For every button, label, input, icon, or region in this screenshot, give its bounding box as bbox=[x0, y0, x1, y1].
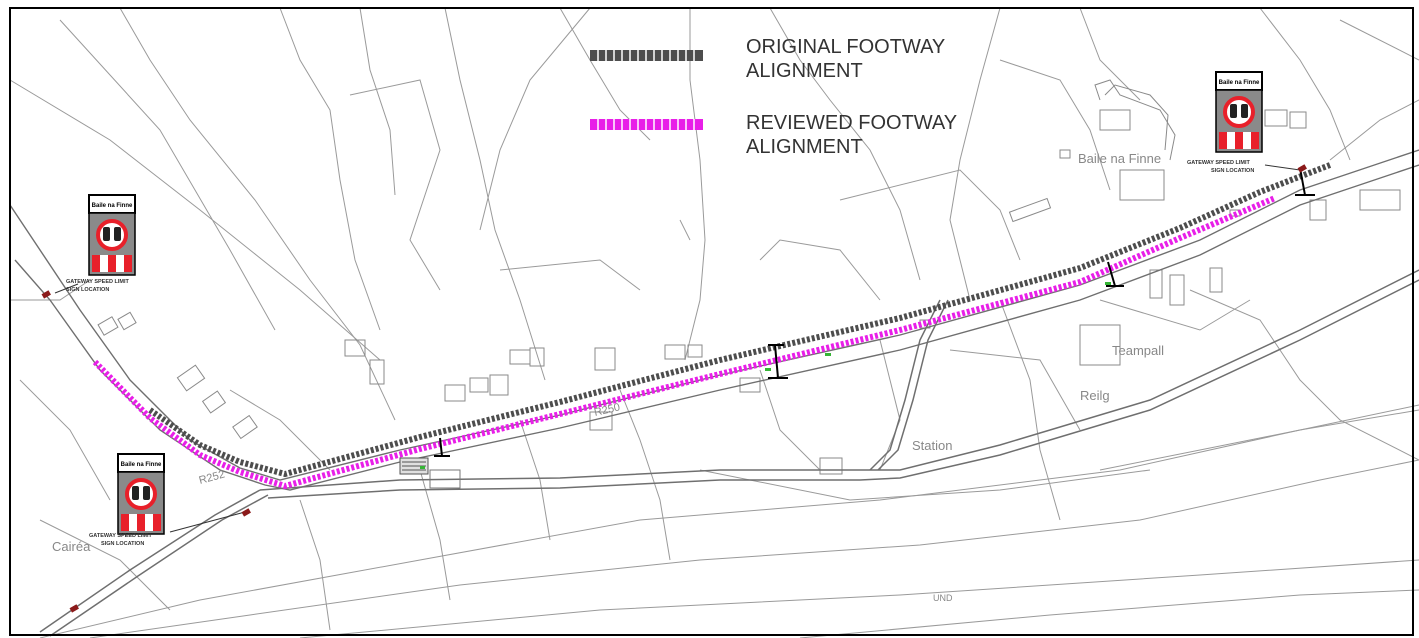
river-banks bbox=[39, 404, 1419, 638]
place-label-cairea: Cairéa bbox=[52, 539, 91, 554]
place-label-reilg: Reilg bbox=[1080, 388, 1110, 403]
river-label-und: UND bbox=[933, 593, 953, 603]
legend-label-original-line2: ALIGNMENT bbox=[746, 60, 863, 82]
reviewed-footway-alignment bbox=[92, 195, 1277, 490]
legend-swatch-original bbox=[590, 50, 703, 61]
bus-stop-detail bbox=[399, 457, 461, 489]
field-boundaries bbox=[9, 7, 1419, 631]
original-footway-alignment bbox=[148, 162, 1332, 478]
railway-line bbox=[39, 269, 1419, 637]
place-label-teampall: Teampall bbox=[1112, 343, 1164, 358]
callout-south-line1: GATEWAY SPEED LIMIT bbox=[89, 533, 152, 539]
speed-sign-east: Baile na Finne bbox=[1214, 70, 1264, 154]
callout-east-line1: GATEWAY SPEED LIMIT bbox=[1187, 160, 1250, 166]
speed-sign-west: Baile na Finne bbox=[87, 193, 137, 277]
legend-label-reviewed: REVIEWED FOOTWAY ALIGNMENT bbox=[746, 111, 957, 159]
green-markers bbox=[420, 282, 1111, 469]
callout-leaders bbox=[54, 164, 1301, 533]
sign-header-south: Baile na Finne bbox=[121, 462, 162, 468]
road-label-r252: R252 bbox=[198, 469, 227, 487]
sign-location-marks bbox=[41, 164, 1307, 613]
crossing-markers bbox=[434, 167, 1315, 457]
buildings bbox=[97, 79, 1401, 475]
callout-west-line2: SIGN LOCATION bbox=[66, 287, 109, 293]
legend-label-original-line1: ORIGINAL FOOTWAY bbox=[746, 36, 946, 58]
callout-south-line2: SIGN LOCATION bbox=[101, 541, 144, 547]
callout-west-line1: GATEWAY SPEED LIMIT bbox=[66, 279, 129, 285]
legend-swatch-reviewed bbox=[590, 119, 703, 130]
speed-sign-south: Baile na Finne bbox=[116, 452, 166, 536]
sign-header-east: Baile na Finne bbox=[1219, 80, 1260, 86]
place-label-station: Station bbox=[912, 438, 952, 453]
road-label-r250: R250 bbox=[593, 401, 621, 419]
drawing-frame bbox=[9, 7, 1414, 636]
place-label-baile-na-finne: Baile na Finne bbox=[1078, 151, 1161, 166]
callout-east-line2: SIGN LOCATION bbox=[1211, 168, 1254, 174]
main-road-r252-r250 bbox=[9, 149, 1419, 491]
sign-header-west: Baile na Finne bbox=[92, 203, 133, 209]
legend-label-reviewed-line1: REVIEWED FOOTWAY bbox=[746, 112, 958, 134]
legend-label-original: ORIGINAL FOOTWAY ALIGNMENT bbox=[746, 35, 945, 83]
legend-label-reviewed-line2: ALIGNMENT bbox=[746, 136, 863, 158]
